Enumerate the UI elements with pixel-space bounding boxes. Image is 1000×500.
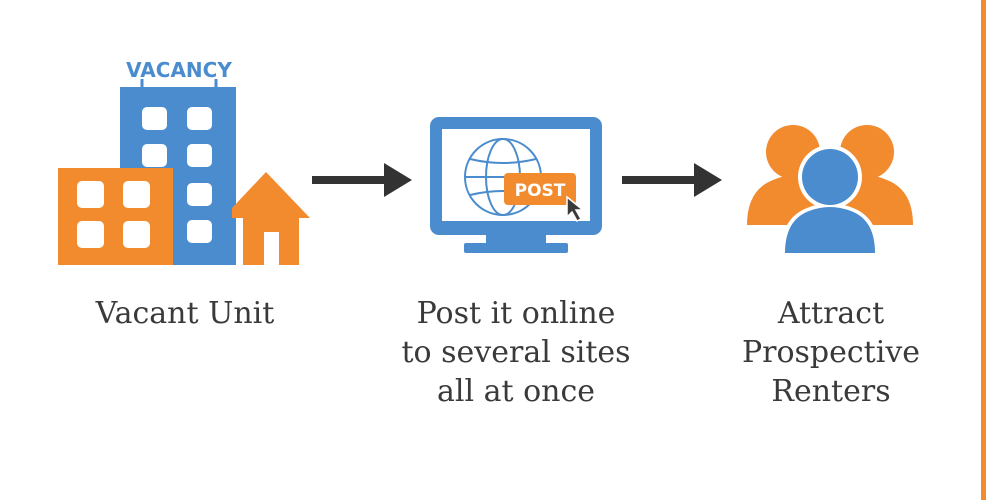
caption-line: to several sites	[401, 335, 631, 370]
arrow-right-icon	[312, 163, 412, 197]
renters-group-icon	[747, 125, 913, 253]
post-button-label: POST	[515, 181, 566, 201]
arrow-right-icon	[622, 163, 722, 197]
caption-line: Attract	[777, 296, 885, 331]
building-vacancy-icon: VACANCY	[58, 58, 310, 265]
right-border-accent	[981, 0, 986, 500]
caption-line: Vacant Unit	[95, 296, 275, 331]
step-caption-post-online: Post it online to several sites all at o…	[380, 294, 652, 411]
caption-line: Renters	[771, 374, 891, 409]
caption-line: all at once	[436, 374, 596, 409]
caption-line: Prospective	[741, 335, 921, 370]
vacancy-sign-text: VACANCY	[126, 58, 232, 82]
step-caption-vacant-unit: Vacant Unit	[55, 294, 315, 333]
caption-line: Post it online	[416, 296, 616, 331]
step-caption-attract-renters: Attract Prospective Renters	[722, 294, 940, 411]
monitor-post-icon: POST	[430, 117, 602, 253]
cursor-icon	[566, 195, 586, 222]
